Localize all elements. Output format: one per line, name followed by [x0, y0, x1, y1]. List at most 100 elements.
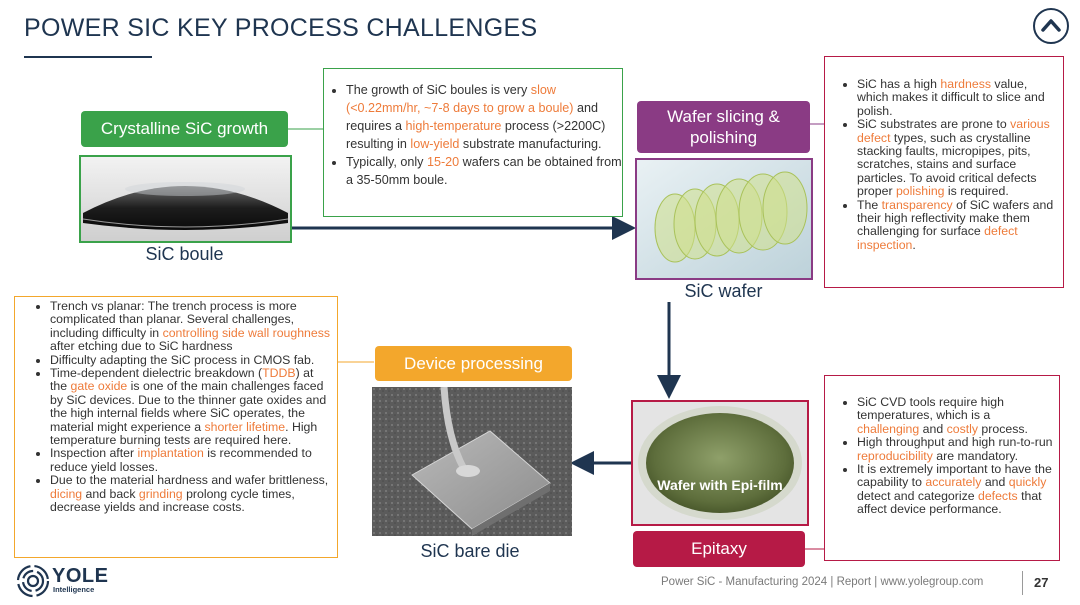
device-challenges-box: Trench vs planar: The trench process is … [14, 296, 338, 558]
highlighted-text: defects [978, 488, 1018, 503]
bullet-text: wafers can be obtained from a 35-50mm bo… [346, 155, 622, 187]
title-underline [24, 56, 152, 58]
bullet-text: is required. [944, 184, 1009, 199]
growth-bullet: The growth of SiC boules is very slow (<… [346, 81, 622, 153]
device-bullet: Inspection after implantation is recomme… [50, 447, 333, 474]
sic-wafer-caption: SiC wafer [684, 281, 763, 301]
highlighted-text: polishing [895, 184, 945, 199]
wafer-bullet: SiC has a high hardness value, which mak… [857, 77, 1057, 118]
yole-logo-subtext: Intelligence [53, 585, 95, 594]
step-device-processing-label: Device processing [375, 346, 572, 381]
bullet-text: of SiC wafers and their high reflectivit… [857, 197, 1054, 239]
step-crystalline-growth-text: Crystalline SiC growth [100, 119, 269, 139]
epi-photo-label: Wafer with Epi-film [657, 477, 783, 493]
bullet-text: after etching due to SiC hardness [50, 339, 233, 354]
sic-wafer-image [635, 158, 813, 280]
bullet-text: The [857, 197, 882, 212]
page-title: POWER SIC KEY PROCESS CHALLENGES [24, 14, 538, 42]
bullet-text: It is extremely important to have the ca… [857, 462, 1052, 490]
bullet-text: . [912, 237, 916, 252]
device-bullet: Trench vs planar: The trench process is … [50, 299, 333, 354]
scroll-up-button[interactable] [1033, 8, 1069, 44]
epitaxy-challenges-box: SiC CVD tools require high temperatures,… [824, 375, 1060, 561]
bullet-text: process. [978, 421, 1028, 436]
highlighted-text: 15-20 [426, 155, 460, 169]
highlighted-text: low-yield [410, 137, 460, 151]
highlighted-text: implantation [137, 446, 204, 461]
bullet-text: SiC substrates are prone to [857, 117, 1011, 132]
bullet-text: process (>2200C) resulting in [346, 119, 606, 151]
bullet-text: Trench vs planar: The trench process is … [50, 299, 297, 340]
bullet-text: SiC CVD tools require high temperatures,… [857, 395, 1004, 423]
epi-wafer-image: Wafer with Epi-film [631, 400, 809, 526]
wafer-challenges-box: SiC has a high hardness value, which mak… [824, 56, 1064, 288]
highlighted-text: controlling side wall roughness [162, 325, 331, 340]
highlighted-text: various defect [857, 117, 1050, 145]
chevron-up-icon [1041, 19, 1061, 32]
step-epitaxy-text: Epitaxy [691, 539, 747, 559]
bullet-text: Difficulty adapting the SiC process in C… [50, 352, 315, 367]
bullet-text: substrate manufacturing. [459, 137, 602, 151]
highlighted-text: accurately [925, 475, 982, 490]
step-wafer-slicing-text: Wafer slicing & polishing [667, 106, 780, 147]
bullet-text: High throughput and high run-to-run [857, 435, 1053, 450]
bullet-text: The growth of SiC boules is very [346, 83, 531, 97]
highlighted-text: TDDB [262, 366, 296, 381]
step-wafer-slicing-label: Wafer slicing & polishing [637, 101, 810, 153]
highlighted-text: transparency [881, 197, 953, 212]
bullet-text: is one of the main challenges faced by S… [50, 379, 327, 434]
sic-bare-die-caption: SiC bare die [420, 541, 520, 561]
yole-logo-icon [16, 564, 50, 598]
highlighted-text: dicing [50, 486, 83, 501]
sic-bare-die-image [372, 387, 572, 536]
bullet-text: . High temperature burning tests are req… [50, 419, 318, 448]
bullet-text: Inspection after [50, 446, 138, 461]
bullet-text: ) at the [50, 366, 314, 394]
epi-bullet: High throughput and high run-to-run repr… [857, 436, 1055, 463]
bullet-text: types, such as crystalline stacking faul… [857, 130, 1037, 199]
bullet-text: detect and categorize [857, 488, 978, 503]
bullet-text: is recommended to reduce yield losses. [50, 446, 312, 474]
wafer-bullet: The transparency of SiC wafers and their… [857, 197, 1057, 253]
highlighted-text: grinding [138, 486, 183, 501]
highlighted-text: hardness [940, 77, 991, 91]
bullet-text: Typically, only [346, 155, 427, 169]
yole-logo-text: YOLE [52, 565, 109, 587]
growth-bullet: Typically, only 15-20 wafers can be obta… [346, 153, 622, 189]
highlighted-text: shorter lifetime [204, 419, 286, 434]
device-bullet: Due to the material hardness and wafer b… [50, 474, 333, 514]
step-epitaxy-label: Epitaxy [633, 531, 805, 567]
step-device-processing-text: Device processing [404, 353, 543, 373]
sic-boule-caption: SiC boule [145, 244, 224, 264]
bullet-text: Time-dependent dielectric breakdown ( [50, 366, 263, 381]
bullet-text: and back [82, 486, 139, 501]
bullet-text: are mandatory. [932, 448, 1019, 463]
sic-boule-image [79, 155, 292, 243]
growth-challenges-list: The growth of SiC boules is very slow (<… [324, 81, 622, 189]
page-number: 27 [1034, 575, 1049, 590]
highlighted-text: defect inspection [857, 224, 1018, 252]
highlighted-text: costly [946, 421, 979, 436]
highlighted-text: quickly [1008, 475, 1047, 490]
bullet-text: that affect device performance. [857, 488, 1042, 517]
growth-challenges-box: The growth of SiC boules is very slow (<… [323, 68, 623, 217]
bullet-text: SiC has a high [857, 77, 941, 91]
highlighted-text: reproducibility [857, 448, 933, 463]
device-bullet: Difficulty adapting the SiC process in C… [50, 352, 333, 367]
wafer-challenges-list: SiC has a high hardness value, which mak… [825, 77, 1057, 253]
highlighted-text: high-temperature [405, 119, 502, 133]
step-crystalline-growth-label: Crystalline SiC growth [81, 111, 288, 147]
footer-text: Power SiC - Manufacturing 2024 | Report … [661, 576, 984, 588]
bullet-text: and requires a [346, 101, 599, 133]
bullet-text: and [919, 421, 947, 436]
epi-bullet: It is extremely important to have the ca… [857, 462, 1055, 517]
device-bullet: Time-dependent dielectric breakdown (TDD… [50, 366, 333, 448]
bullet-text: Due to the material hardness and wafer b… [50, 473, 329, 488]
highlighted-text: slow (<0.22mm/hr, ~7-8 days to grow a bo… [346, 83, 574, 115]
footer-divider [1022, 571, 1023, 595]
bullet-text: prolong cycle times, decrease yields and… [50, 486, 295, 515]
bullet-text: and [981, 475, 1009, 490]
highlighted-text: gate oxide [70, 379, 128, 394]
wafer-bullet: SiC substrates are prone to various defe… [857, 117, 1057, 199]
